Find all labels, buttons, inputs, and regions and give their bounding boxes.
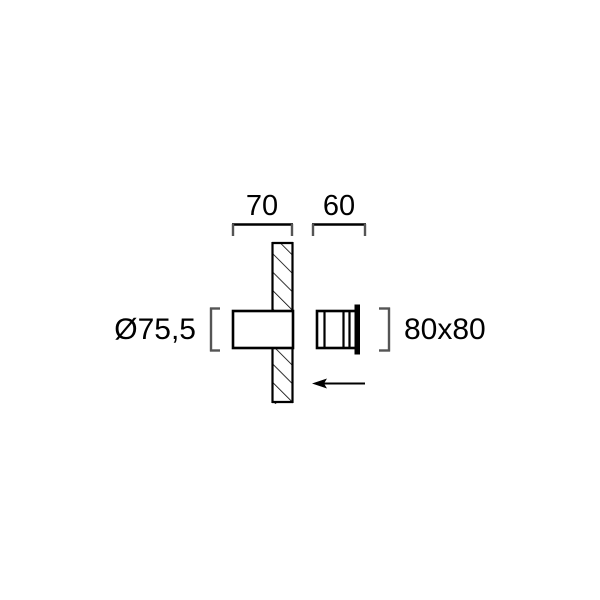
fixture-body-outline xyxy=(231,309,295,350)
insertion-direction-arrow-icon xyxy=(312,378,365,389)
dimension-60-label: 60 xyxy=(323,190,355,222)
dimension-70-label: 70 xyxy=(246,190,278,222)
wall-hatch-lower xyxy=(272,347,293,404)
front-fixture-body xyxy=(231,309,295,350)
plate-size-annotation: 80x80 xyxy=(379,307,486,352)
wall-hatch-upper xyxy=(272,242,293,312)
right-bracket-icon xyxy=(379,307,391,352)
rear-module-flange xyxy=(354,304,360,355)
rear-module xyxy=(315,304,360,355)
plate-size-label: 80x80 xyxy=(404,313,486,346)
left-bracket-icon xyxy=(209,307,220,352)
wall-section xyxy=(271,241,294,404)
arrow-head xyxy=(312,378,327,389)
diameter-label: Ø75,5 xyxy=(114,313,196,346)
dimension-60: 60 xyxy=(311,190,367,236)
dimension-70: 70 xyxy=(231,190,294,236)
diameter-annotation: Ø75,5 xyxy=(114,307,220,352)
